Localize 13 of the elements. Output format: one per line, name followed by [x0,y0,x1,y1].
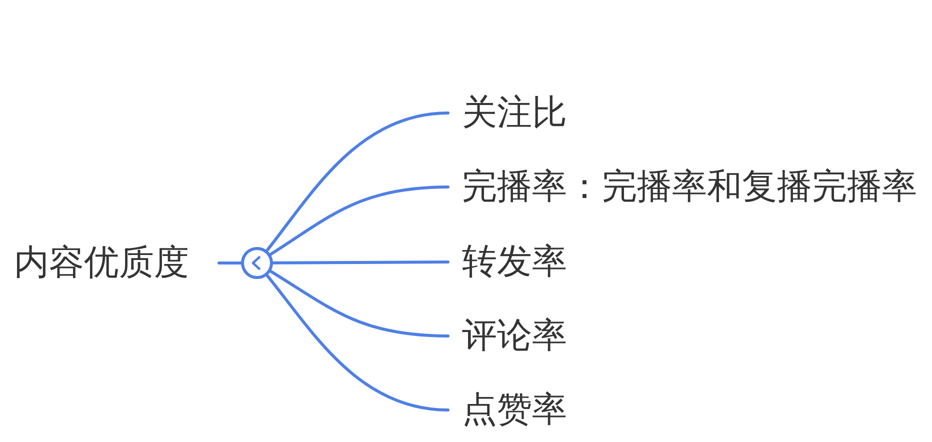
subtopic-label: 完播率：完播率和复播完播率 [448,166,917,208]
collapse-button [241,247,273,279]
branch-line [218,262,242,264]
branch-line [269,270,450,338]
branch-line [272,260,450,264]
branch-line [269,186,450,256]
subtopic-label: 关注比 [448,92,567,134]
subtopic-label: 评论率 [448,315,567,357]
subtopic-label: 点赞率 [448,389,567,431]
branch-line [266,274,450,412]
subtopic-label: 转发率 [448,241,567,283]
topic-label: 内容优质度 [14,242,219,284]
branch-line [266,112,450,252]
